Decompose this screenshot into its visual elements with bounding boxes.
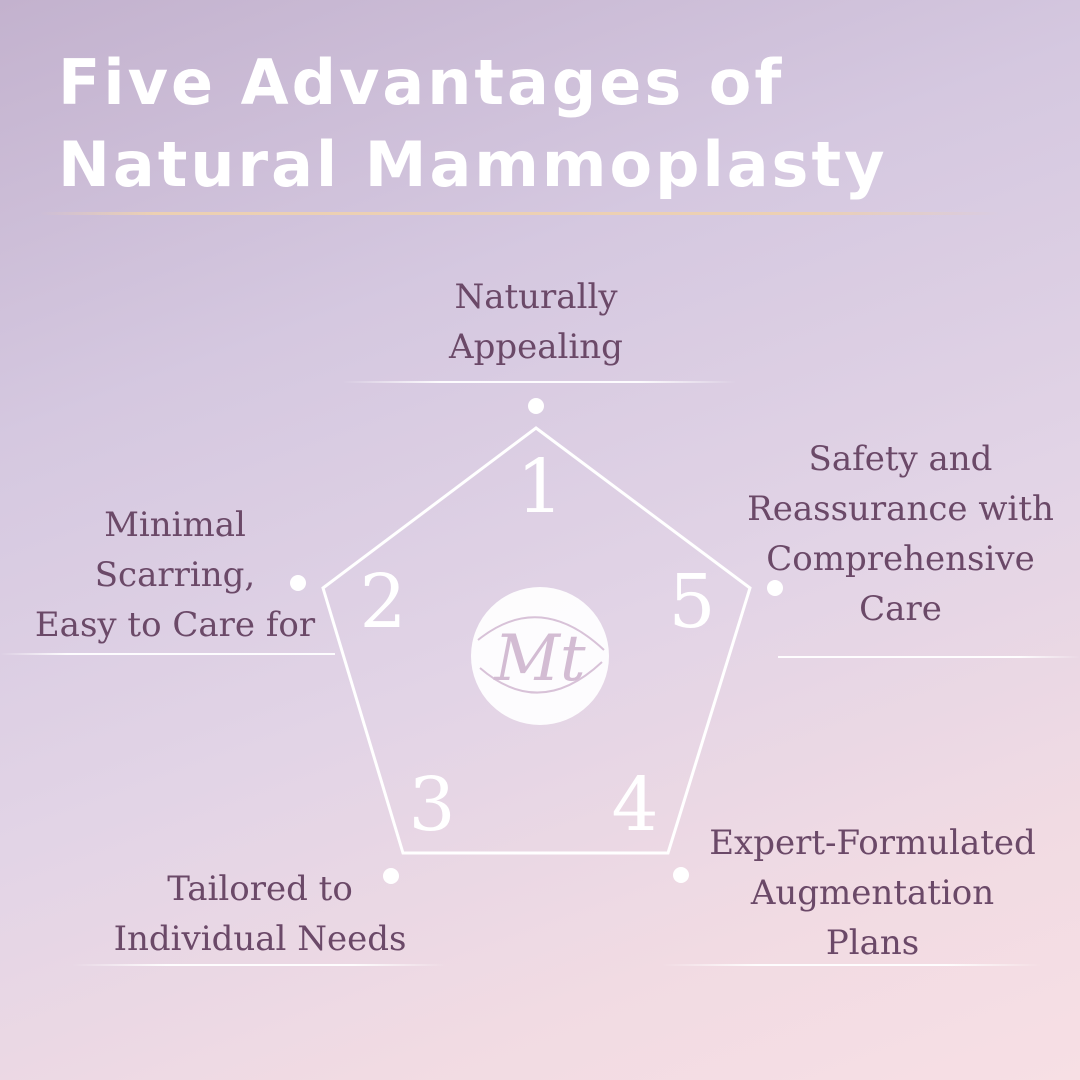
bullet-dot-1 — [528, 398, 544, 414]
bullet-dot-3 — [383, 868, 399, 884]
step-number-2: 2 — [359, 559, 406, 645]
bullet-dot-2 — [290, 575, 306, 591]
logo-circle — [471, 587, 609, 725]
step-number-5: 5 — [668, 559, 715, 645]
brand-logo: Mt — [471, 587, 609, 725]
step-number-1: 1 — [516, 444, 563, 530]
advantage-underline-3 — [72, 964, 447, 966]
bullet-dot-4 — [673, 867, 689, 883]
pentagon-outline — [321, 426, 752, 855]
step-number-3: 3 — [408, 762, 455, 848]
advantage-underline-1 — [342, 381, 737, 383]
advantage-underline-4 — [662, 964, 1042, 966]
logo-swirl-lower — [479, 661, 603, 694]
title-underline — [40, 212, 1000, 215]
advantage-underline-2 — [0, 653, 335, 655]
step-number-4: 4 — [611, 762, 658, 848]
advantage-underline-5 — [778, 656, 1080, 658]
bullet-dot-5 — [767, 580, 783, 596]
logo-swirl — [477, 616, 605, 651]
logo-monogram: Mt — [493, 622, 586, 696]
page-title: Five Advantages of Natural Mammoplasty — [58, 46, 888, 201]
